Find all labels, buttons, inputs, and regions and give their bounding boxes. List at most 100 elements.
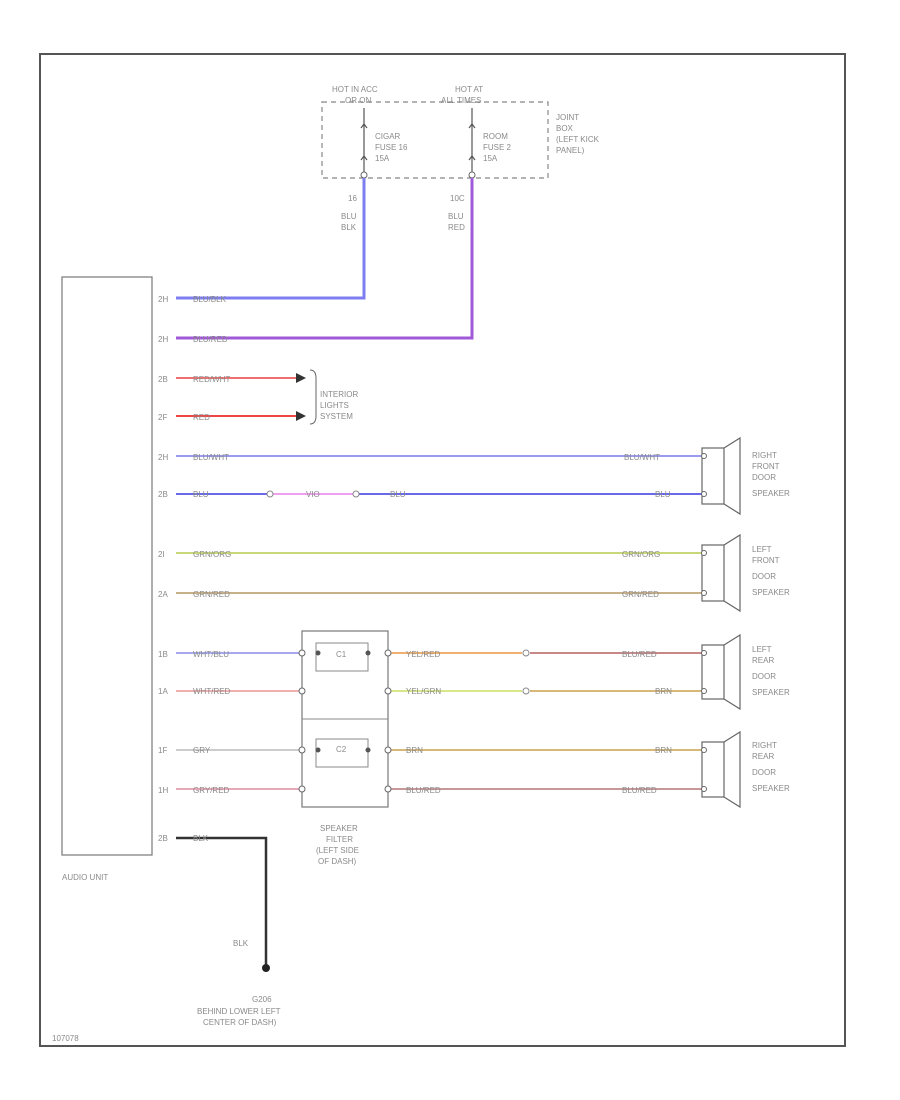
wire-label-blu-red-mid: BLU/RED	[406, 786, 441, 795]
wire-label-wht-blu: WHT/BLU	[193, 650, 229, 659]
wire-label-brn-end-2: BRN	[655, 746, 672, 755]
interior-line2: LIGHTS	[320, 401, 349, 410]
wire-label-brn-end: BRN	[655, 687, 672, 696]
wire1-color-a: BLU	[341, 212, 357, 221]
wire-blu-blk	[176, 178, 366, 300]
pin-label: 2H	[158, 335, 168, 344]
pin-label: 1A	[158, 687, 168, 696]
ground-point-icon	[262, 964, 270, 972]
footer-code: 107078	[52, 1034, 79, 1043]
fuse2-line3: 15A	[483, 154, 498, 163]
wire-label-red-wht: RED/WHT	[193, 375, 230, 384]
audio-pins: 2H 2H 2B 2F 2H 2B 2I 2A 1B 1A 1F 1H 2B	[158, 295, 168, 843]
wire-label-blk: BLK	[193, 834, 209, 843]
arrow-icon	[296, 373, 306, 383]
capacitor-icon	[315, 642, 369, 672]
audio-unit-box	[61, 276, 153, 856]
wire-label-wht-red: WHT/RED	[193, 687, 231, 696]
speaker-rf-4: SPEAKER	[752, 489, 790, 498]
speaker-lr-2: REAR	[752, 656, 774, 665]
wire2-color-a: BLU	[448, 212, 464, 221]
or-on-label: OR ON	[345, 96, 371, 105]
wire-label-blu-mid: BLU	[390, 490, 406, 499]
speaker-icon-left-rear	[701, 633, 741, 711]
wire-label-blu: BLU	[193, 490, 209, 499]
wire-label-blu-wht-end: BLU/WHT	[624, 453, 660, 462]
speaker-lf-2: FRONT	[752, 556, 780, 565]
pin-label: 2B	[158, 834, 168, 843]
hot-acc-label: HOT IN ACC	[332, 85, 378, 94]
connector-icon	[266, 490, 274, 498]
junction-line3: (LEFT KICK	[556, 135, 600, 144]
pin-label: 1H	[158, 786, 168, 795]
speaker-lf-3: DOOR	[752, 572, 776, 581]
pin-label: 2H	[158, 453, 168, 462]
fuse2-line1: ROOM	[483, 132, 508, 141]
pin-label: 2I	[158, 550, 165, 559]
filter-terminals	[298, 649, 392, 793]
wire-blk-ground	[176, 836, 268, 966]
pin-label: 2B	[158, 490, 168, 499]
wire-label-brn-mid: BRN	[406, 746, 423, 755]
wire-label-yel-red: YEL/RED	[406, 650, 440, 659]
pin-label: 1B	[158, 650, 168, 659]
interior-line3: SYSTEM	[320, 412, 353, 421]
speaker-lr-4: SPEAKER	[752, 688, 790, 697]
speaker-rr-1: RIGHT	[752, 741, 777, 750]
ground-id: G206	[252, 995, 272, 1004]
wire-blu-red	[176, 178, 474, 340]
wire-label-grn-org: GRN/ORG	[193, 550, 231, 559]
filter-label-3: (LEFT SIDE	[316, 846, 359, 855]
wire-label-blu-red: BLU/RED	[193, 335, 228, 344]
joint-box: HOT IN ACC OR ON HOT AT ALL TIMES CIGAR …	[321, 85, 600, 179]
filter-label-1: SPEAKER	[320, 824, 358, 833]
wire-label-yel-grn: YEL/GRN	[406, 687, 441, 696]
wire1-number: 16	[348, 194, 357, 203]
speaker-rf-1: RIGHT	[752, 451, 777, 460]
cigar-fuse-icon	[360, 108, 368, 179]
wire-label-grn-org-end: GRN/ORG	[622, 550, 660, 559]
hot-at-label: HOT AT	[455, 85, 483, 94]
speaker-lf-4: SPEAKER	[752, 588, 790, 597]
connector-icon	[522, 649, 530, 657]
wire-label-grn-red: GRN/RED	[193, 590, 230, 599]
diagram-frame	[39, 53, 846, 1047]
wire-label-blu-red-end-2: BLU/RED	[622, 786, 657, 795]
ground-wire-label: BLK	[233, 939, 249, 948]
fuse2-line2: FUSE 2	[483, 143, 512, 152]
wire-label-vio: VIO	[306, 490, 320, 499]
wire-label-gry: GRY	[193, 746, 211, 755]
junction-line1: JOINT	[556, 113, 579, 122]
junction-line4: PANEL)	[556, 146, 585, 155]
capacitor-icon	[315, 738, 369, 768]
wire-label-grn-red-end: GRN/RED	[622, 590, 659, 599]
filter-inner-label: C1	[336, 650, 347, 659]
wire2-color-b: RED	[448, 223, 465, 232]
wire-label-blu-wht: BLU/WHT	[193, 453, 229, 462]
audio-unit-label: AUDIO UNIT	[62, 873, 108, 882]
speaker-rr-3: DOOR	[752, 768, 776, 777]
fuse1-line2: FUSE 16	[375, 143, 408, 152]
wire-label-blu-end: BLU	[655, 490, 671, 499]
speaker-lr-1: LEFT	[752, 645, 772, 654]
pin-label: 2A	[158, 590, 168, 599]
room-fuse-icon	[468, 108, 476, 179]
connector-icon	[352, 490, 360, 498]
wire1-color-b: BLK	[341, 223, 357, 232]
ground-desc-2: CENTER OF DASH)	[203, 1018, 277, 1027]
wire-label-blu-red-end: BLU/RED	[622, 650, 657, 659]
fuse1-line3: 15A	[375, 154, 390, 163]
speaker-icon-left-front	[701, 533, 741, 613]
wire-label-gry-red: GRY/RED	[193, 786, 230, 795]
wire-label-red: RED	[193, 413, 210, 422]
speaker-icon-right-rear	[701, 730, 741, 809]
pin-label: 2B	[158, 375, 168, 384]
wire2-number: 10C	[450, 194, 465, 203]
pin-label: 1F	[158, 746, 167, 755]
bracket-icon	[309, 369, 317, 425]
fuse1-line1: CIGAR	[375, 132, 401, 141]
pin-label: 2F	[158, 413, 167, 422]
speaker-rr-4: SPEAKER	[752, 784, 790, 793]
filter-label-4: OF DASH)	[318, 857, 357, 866]
speaker-lr-3: DOOR	[752, 672, 776, 681]
